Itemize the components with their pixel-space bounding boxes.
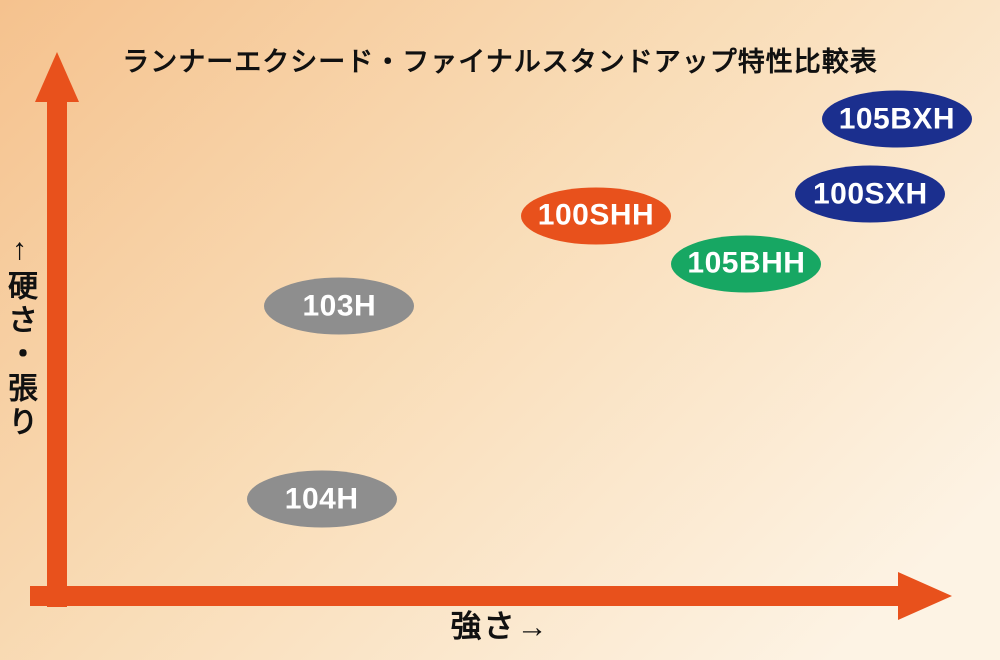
data-point-label: 104H — [284, 482, 359, 516]
data-point-103H: 103H — [264, 277, 415, 335]
data-point-104H: 104H — [246, 470, 397, 528]
chart-title: ランナーエクシード・ファイナルスタンドアップ特性比較表 — [122, 47, 878, 77]
data-point-label: 103H — [302, 289, 377, 323]
data-point-label: 105BXH — [838, 102, 956, 136]
data-point-label: 100SXH — [812, 177, 928, 211]
data-point-100SHH: 100SHH — [521, 187, 671, 244]
data-point-105BHH: 105BHH — [671, 235, 822, 293]
data-point-label: 105BHH — [687, 246, 806, 280]
x-axis-label: 強さ→ — [450, 609, 550, 644]
plot-area: 105BXH 100SXH 100SHH 105BHH 103H 104H — [65, 55, 972, 590]
y-axis-label: ↑硬さ・張り — [3, 233, 36, 440]
data-point-105BXH: 105BXH — [821, 90, 972, 148]
data-point-100SXH: 100SXH — [795, 165, 946, 223]
data-point-label: 100SHH — [537, 198, 655, 232]
